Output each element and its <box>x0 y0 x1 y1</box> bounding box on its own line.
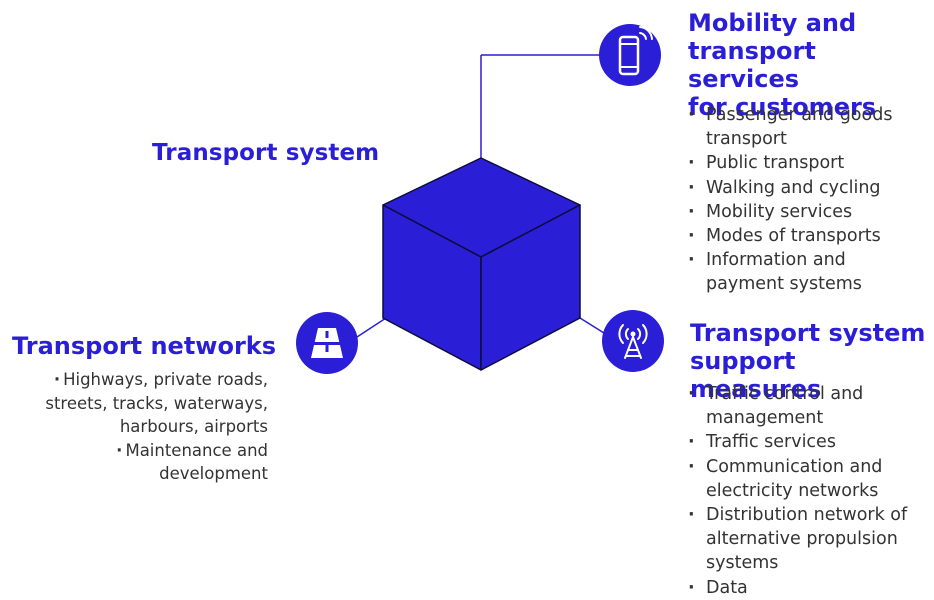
connector-line-networks <box>356 317 387 338</box>
list-item-line: management <box>706 408 824 429</box>
list-item-line: systems <box>706 553 779 574</box>
list-item-line: Communication and <box>706 456 883 477</box>
list-item-line: transport <box>706 129 787 150</box>
cube-icon <box>382 157 581 371</box>
list-item-line: electricity networks <box>706 480 879 501</box>
road-icon <box>296 312 358 374</box>
transport-networks-list: ·Highways, private roads,streets, tracks… <box>0 368 268 486</box>
list-item-line: Data <box>706 577 748 598</box>
list-item: Traffic services <box>686 430 932 454</box>
list-item: Information and payment systems <box>686 248 932 296</box>
list-item-line: streets, tracks, waterways, <box>45 393 268 413</box>
list-item: Walking and cycling <box>686 176 932 200</box>
list-item-line: Traffic services <box>706 432 836 453</box>
heading-line: Transport system <box>690 319 926 347</box>
heading-line: Mobility and <box>688 9 857 37</box>
bullet: · <box>116 440 123 460</box>
list-item: Modes of transports <box>686 224 932 248</box>
radio-tower-icon <box>602 310 664 372</box>
list-item: Passenger and goods transport <box>686 103 932 151</box>
list-item: Communication and electricity networks <box>686 455 932 503</box>
list-item-line: Mobility services <box>706 201 853 222</box>
list-item-line: harbours, airports <box>119 417 268 436</box>
bullet: · <box>53 370 61 389</box>
list-item: Mobility services <box>686 200 932 224</box>
list-item: ·Highways, private roads, streets, tracks… <box>0 368 268 439</box>
list-item-line: Traffic control and <box>706 384 864 404</box>
list-item-line: alternative propulsion <box>706 529 898 550</box>
list-item-line: Distribution network of <box>706 505 908 526</box>
list-item: Traffic control and management <box>686 382 932 430</box>
list-item-line: Modes of transports <box>706 226 881 247</box>
list-item-line: Passenger and goods <box>706 105 893 125</box>
list-item-line: Highways, private roads, <box>63 370 268 389</box>
list-item: Data <box>686 576 932 600</box>
connector-line-support <box>579 317 605 334</box>
list-item-line: development <box>159 464 268 483</box>
list-item-line: Maintenance and <box>125 440 268 460</box>
support-measures-list: Traffic control and management Traffic se… <box>686 382 932 600</box>
list-item: Public transport <box>686 151 932 175</box>
list-item: Distribution network of alternative propu… <box>686 503 932 576</box>
cube-right-face <box>480 204 581 371</box>
mobility-services-list: Passenger and goods transport Public tran… <box>686 103 932 297</box>
smartphone-icon <box>599 24 661 86</box>
heading-line: transport services <box>688 37 816 93</box>
list-item-line: Public transport <box>706 153 845 174</box>
transport-system-label: Transport system <box>152 140 380 166</box>
list-item-line: payment systems <box>706 274 862 295</box>
list-item: ·Maintenance and development <box>0 439 268 486</box>
transport-networks-heading: Transport networks <box>12 332 277 360</box>
list-item-line: Information and <box>706 250 846 271</box>
list-item-line: Walking and cycling <box>706 177 881 198</box>
